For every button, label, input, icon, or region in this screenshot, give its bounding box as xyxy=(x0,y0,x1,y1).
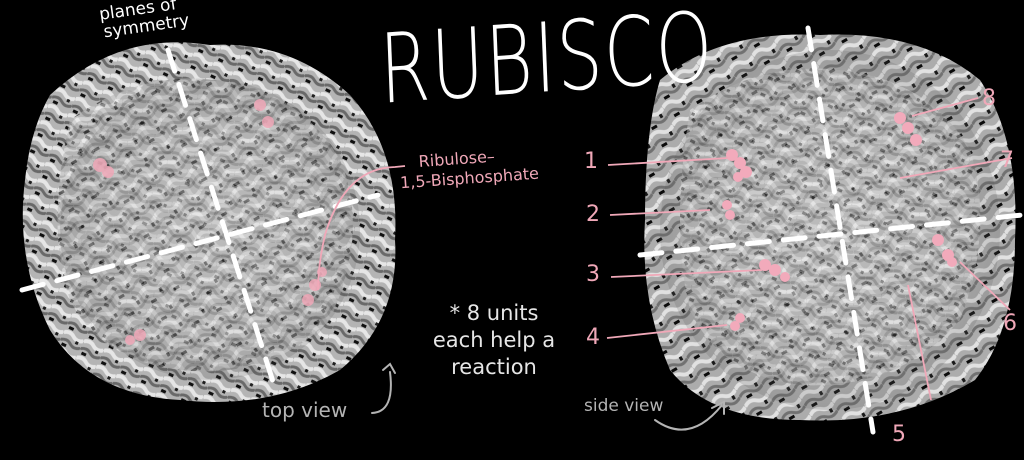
units-note-line3: reaction xyxy=(451,355,537,379)
site-label-2: 2 xyxy=(586,202,600,227)
side-view-arrow-icon xyxy=(654,404,723,431)
site-label-1: 1 xyxy=(584,149,598,174)
substrate-label: Ribulose– 1,5-Bisphosphate xyxy=(399,144,540,193)
site-label-5: 5 xyxy=(892,422,906,447)
leader-lines xyxy=(317,97,1013,401)
site-label-8: 8 xyxy=(982,86,996,111)
page-title: RUBISCO xyxy=(377,0,716,126)
top-view-arrow-icon xyxy=(371,371,392,414)
side-view-label: side view xyxy=(584,396,664,416)
top-view-protein xyxy=(22,42,396,402)
view-arrows xyxy=(371,362,725,431)
site-label-4: 4 xyxy=(586,325,600,350)
units-note-line1: * 8 units xyxy=(449,301,539,325)
units-note: * 8 units each help a reaction xyxy=(414,300,574,381)
units-note-line2: each help a xyxy=(432,328,556,352)
site-label-7: 7 xyxy=(1000,148,1014,173)
symmetry-planes xyxy=(19,25,1024,435)
top-view-label: top view xyxy=(262,398,348,422)
site-label-3: 3 xyxy=(586,262,600,287)
site-label-6: 6 xyxy=(1003,311,1017,336)
side-view-substrate-molecules xyxy=(722,112,957,331)
